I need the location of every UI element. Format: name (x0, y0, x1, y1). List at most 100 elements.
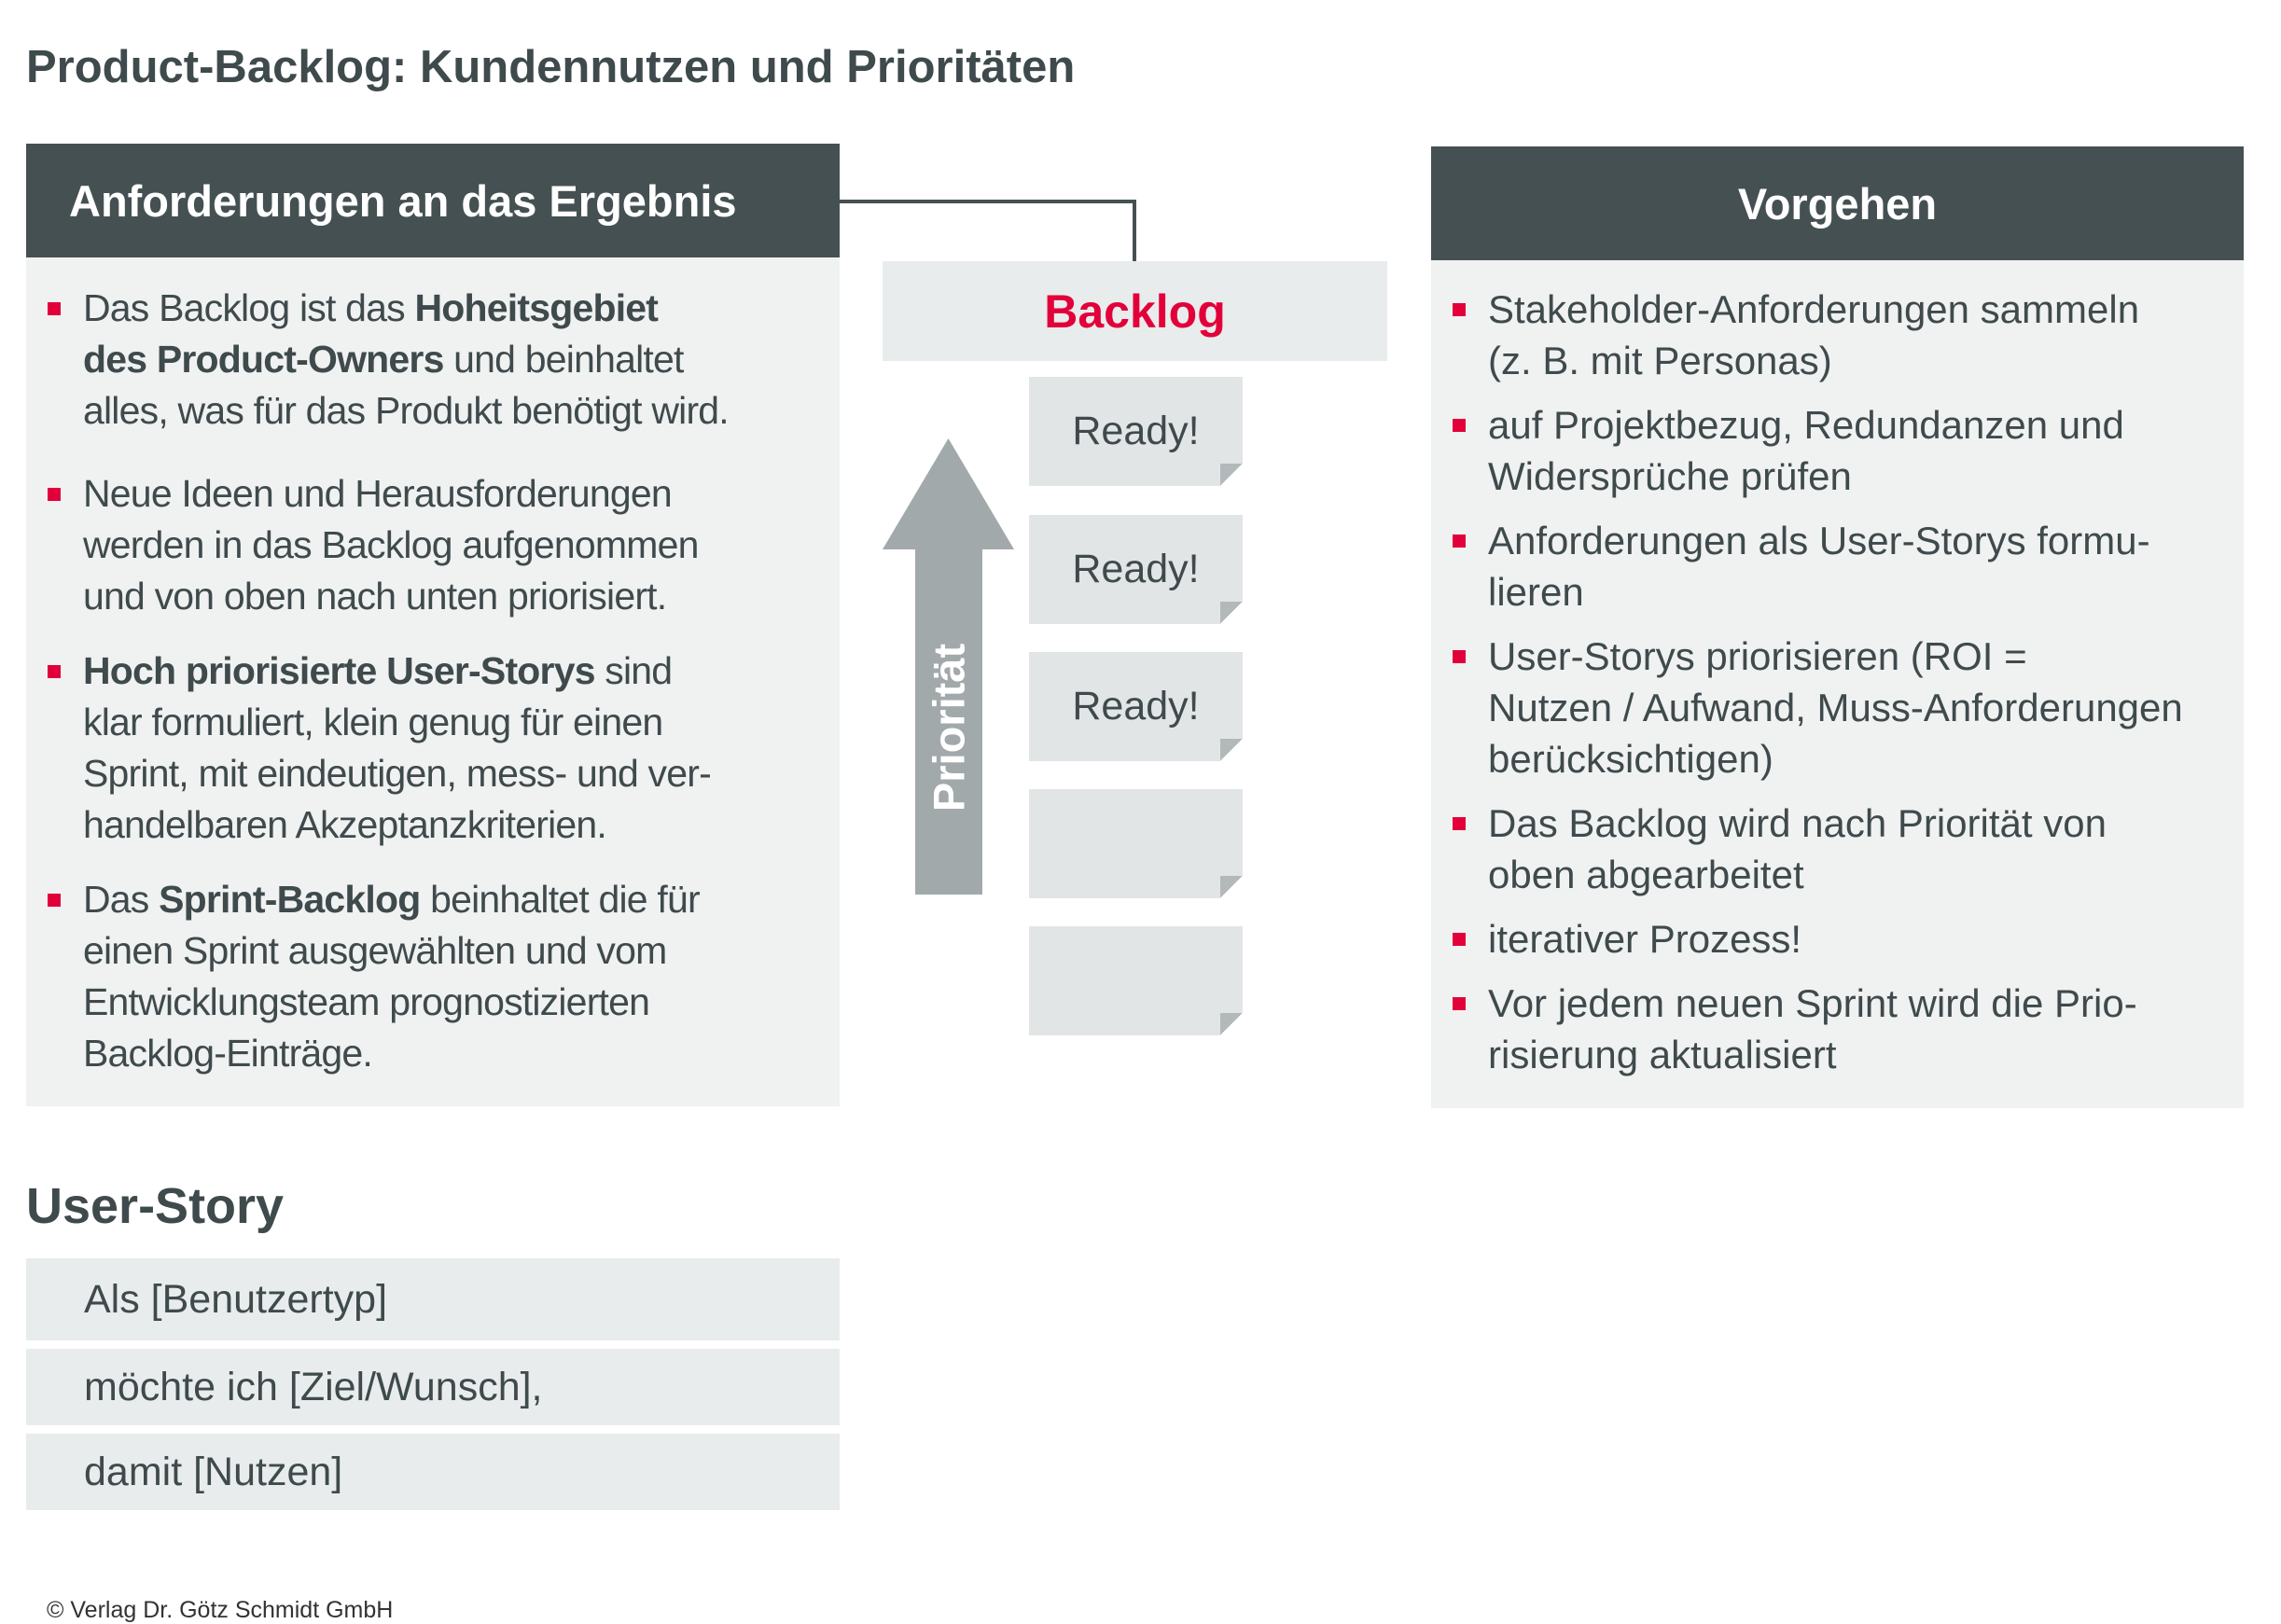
bullet-line: klar formuliert, klein genug für einen (83, 697, 729, 748)
bullet-item: Stakeholder-Anforderungen sammeln (z. B. … (1453, 284, 2183, 386)
bullet-line: einen Sprint ausgewählten und vom (83, 925, 729, 977)
bold-text: Hoch priorisierte User-Storys (83, 649, 596, 692)
text: werden in das Backlog aufgenommen (83, 523, 699, 566)
text: einen Sprint ausgewählten und vom (83, 929, 667, 972)
copyright-notice: © Verlag Dr. Götz Schmidt GmbH (47, 1597, 394, 1623)
text: iterativer Prozess! (1488, 917, 1802, 961)
priority-arrow-icon (883, 438, 1014, 895)
procedure-panel (1431, 260, 2244, 1108)
bullet-square-icon (1453, 303, 1466, 316)
page-fold-icon (1220, 602, 1243, 624)
page-fold-icon (1220, 739, 1243, 761)
bullet-line: Widersprüche prüfen (1488, 451, 2183, 502)
text: risierung aktualisiert (1488, 1033, 1837, 1076)
text: sind (594, 649, 673, 692)
bullet-line: des Product-Owners und beinhaltet (83, 334, 729, 385)
bullet-item: Das Backlog wird nach Priorität von oben … (1453, 798, 2183, 900)
bullet-square-icon (1453, 817, 1466, 830)
page-fold-icon (1220, 1013, 1243, 1035)
text: beinhaltet die für (420, 878, 701, 921)
text: handelbaren Akzeptanzkriterien. (83, 803, 607, 846)
bullet-square-icon (48, 894, 61, 907)
user-story-heading: User-Story (26, 1178, 285, 1234)
text: Stakeholder-Anforderungen sammeln (1488, 287, 2140, 331)
bullet-line: handelbaren Akzeptanzkriterien. (83, 799, 729, 851)
backlog-box: Backlog (883, 261, 1387, 361)
priority-label: Priorität (924, 643, 974, 812)
connector-line (840, 200, 1136, 203)
backlog-card: Ready! (1029, 377, 1243, 486)
bullet-square-icon (1453, 997, 1466, 1010)
bullet-square-icon (48, 488, 61, 501)
text: klar formuliert, klein genug für einen (83, 701, 663, 743)
requirements-header: Anforderungen an das Ergebnis (26, 144, 840, 257)
bullet-line: lieren (1488, 566, 2183, 618)
text: Anforderungen als User-Storys formu- (1488, 519, 2150, 562)
bullet-line: Vor jedem neuen Sprint wird die Prio- (1488, 978, 2183, 1029)
bullet-line: Das Backlog wird nach Priorität von (1488, 798, 2183, 849)
text: Vor jedem neuen Sprint wird die Prio- (1488, 981, 2137, 1025)
bullet-line: (z. B. mit Personas) (1488, 335, 2183, 386)
bullet-square-icon (1453, 419, 1466, 432)
bullet-line: Das Backlog ist das Hoheitsgebiet (83, 283, 729, 334)
text: Widersprüche prüfen (1488, 454, 1852, 498)
bullet-line: oben abgearbeitet (1488, 849, 2183, 900)
text: Das Backlog wird nach Priorität von (1488, 801, 2107, 845)
backlog-card: Ready! (1029, 652, 1243, 761)
user-story-row: möchte ich [Ziel/Wunsch], (26, 1349, 840, 1425)
procedure-list: Stakeholder-Anforderungen sammeln (z. B. … (1453, 284, 2183, 1093)
bullet-item: User-Storys priorisieren (ROI = Nutzen / … (1453, 631, 2183, 784)
procedure-header: Vorgehen (1431, 146, 2244, 260)
requirements-panel (26, 257, 840, 1106)
text: Neue Ideen und Herausforderungen (83, 472, 673, 515)
bullet-line: iterativer Prozess! (1488, 913, 2183, 965)
bold-text: Hoheitsgebiet (414, 286, 659, 329)
text: Sprint, mit eindeutigen, mess- und ver- (83, 752, 712, 795)
text: Nutzen / Aufwand, Muss-Anforderungen (1488, 686, 2183, 729)
text: auf Projektbezug, Redundanzen und (1488, 403, 2124, 447)
bullet-line: Stakeholder-Anforderungen sammeln (1488, 284, 2183, 335)
bullet-square-icon (1453, 933, 1466, 946)
bullet-line: Entwicklungsteam prognostizierten (83, 977, 729, 1028)
bullet-item: iterativer Prozess! (1453, 913, 2183, 965)
text: Das Backlog ist das (83, 286, 415, 329)
card-label: Ready! (1072, 547, 1200, 591)
backlog-card (1029, 926, 1243, 1035)
text: Entwicklungsteam prognostizierten (83, 980, 650, 1023)
text: lieren (1488, 570, 1584, 614)
bullet-line: alles, was für das Produkt benötigt wird… (83, 385, 730, 437)
backlog-card: Ready! (1029, 515, 1243, 624)
bullet-line: werden in das Backlog aufgenommen (83, 520, 729, 571)
bullet-item: Vor jedem neuen Sprint wird die Prio-ris… (1453, 978, 2183, 1080)
bullet-line: Das Sprint-Backlog beinhaltet die für (83, 874, 729, 925)
page-fold-icon (1220, 876, 1243, 898)
bullet-line: und von oben nach unten priorisiert. (83, 571, 729, 622)
text: User-Storys priorisieren (ROI = (1488, 634, 2027, 678)
card-label: Ready! (1072, 409, 1200, 453)
bullet-square-icon (48, 665, 61, 678)
bullet-line: risierung aktualisiert (1488, 1029, 2183, 1080)
bullet-item: Anforderungen als User-Storys formu-lier… (1453, 515, 2183, 618)
bullet-line: Nutzen / Aufwand, Muss-Anforderungen (1488, 682, 2183, 733)
user-story-row: Als [Benutzertyp] (26, 1258, 840, 1340)
text: (z. B. mit Personas) (1488, 339, 1832, 382)
text: alles, was für das Produkt benötigt wird… (83, 389, 730, 432)
bold-text: des Product-Owners (83, 338, 444, 381)
bullet-line: berücksichtigen) (1488, 733, 2183, 784)
page-fold-icon (1220, 464, 1243, 486)
user-story-row: damit [Nutzen] (26, 1434, 840, 1510)
text: oben abgearbeitet (1488, 853, 1804, 896)
bullet-square-icon (48, 302, 61, 315)
bullet-line: Backlog-Einträge. (83, 1028, 729, 1079)
bullet-line: User-Storys priorisieren (ROI = (1488, 631, 2183, 682)
bullet-line: Hoch priorisierte User-Storys sind (83, 645, 729, 697)
connector-line (1133, 200, 1136, 261)
bullet-line: Sprint, mit eindeutigen, mess- und ver- (83, 748, 729, 799)
text: Das (83, 878, 160, 921)
text: und beinhaltet (443, 338, 684, 381)
text: berücksichtigen) (1488, 737, 1773, 781)
